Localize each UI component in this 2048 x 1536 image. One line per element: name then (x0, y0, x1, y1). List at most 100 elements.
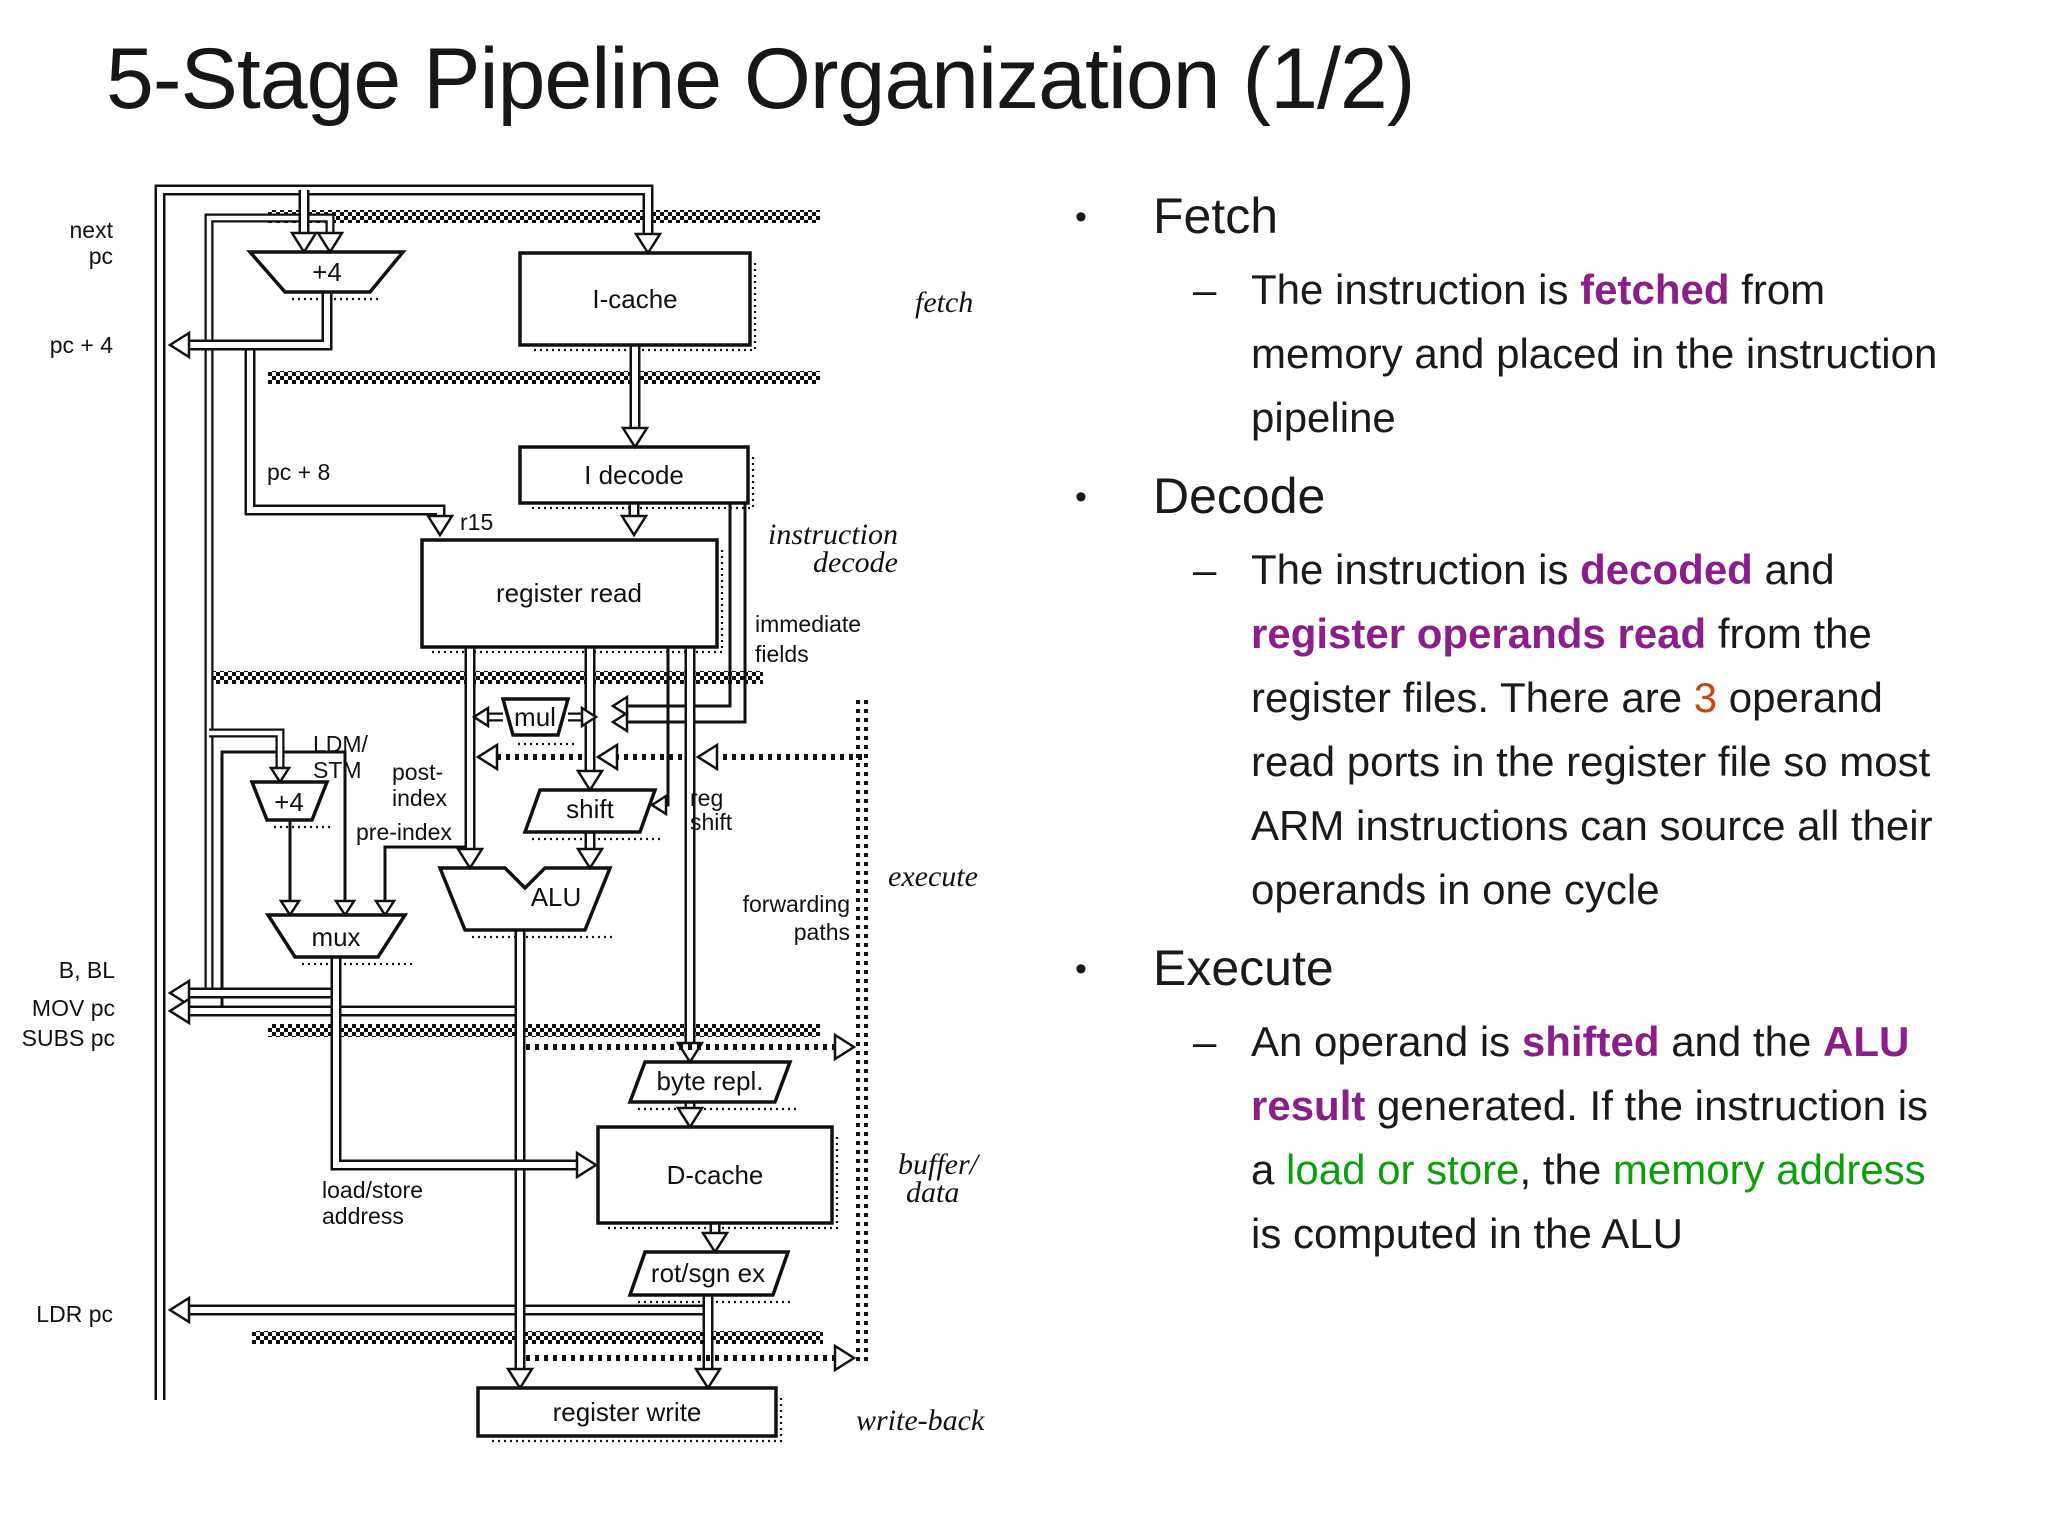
bullet-item: • Decode (1075, 466, 2035, 526)
text-segment: decoded (1580, 546, 1753, 593)
icache-box (518, 251, 752, 347)
diagram-shapes (246, 250, 834, 1438)
text-segment: The instruction is (1251, 546, 1581, 593)
forwarding-label-2: paths (794, 919, 850, 945)
pipeline-diagram: I-cache I decode register read D-cache r… (22, 184, 985, 1443)
text-segment: register operands read (1251, 610, 1707, 657)
text-segment: operand read ports in the register file … (1251, 674, 1933, 913)
dcache-label: D-cache (667, 1160, 764, 1190)
icache-label: I-cache (592, 284, 677, 314)
box-shadows (274, 263, 839, 1443)
byte-repl-label: byte repl. (657, 1066, 764, 1096)
forwarding-path-lines (475, 700, 868, 1373)
immediate-label-2: fields (755, 641, 809, 667)
plus4-left-label: +4 (274, 787, 304, 817)
bullet-detail: –The instruction is fetched from memory … (1075, 258, 2035, 450)
text-segment: ALU result (1251, 1018, 1910, 1129)
bullet-detail: –The instruction is decoded and register… (1075, 538, 2035, 922)
diagram-signal-labels: next pc pc + 4 pc + 8 r15 LDM/ STM post-… (22, 217, 861, 1327)
next-pc-label-2: pc (89, 243, 113, 269)
bullet-item: • Execute (1075, 938, 2035, 998)
mov-pc-label: MOV pc (32, 995, 115, 1021)
register-read-box (420, 538, 719, 649)
bullet-detail-text: The instruction is fetched from memory a… (1251, 258, 1951, 450)
text-segment: load or store (1286, 1146, 1520, 1193)
text-segment: from memory and placed in the instructio… (1251, 266, 1938, 441)
pc4-label: pc + 4 (50, 332, 114, 358)
text-segment: is computed in the ALU (1251, 1210, 1683, 1257)
ldm-label: LDM/ (313, 731, 369, 757)
register-write-box (476, 1386, 778, 1438)
text-segment: generated. If the instruction is a (1251, 1082, 1929, 1193)
stm-label: STM (313, 757, 362, 783)
bullet-label: Fetch (1153, 188, 1279, 244)
alu-label: ALU (531, 882, 582, 912)
shift-label: shift (566, 794, 614, 824)
diagram-thin-lines (220, 503, 747, 1011)
bullet-item: •Fetch (1075, 186, 2035, 246)
subs-pc-label: SUBS pc (22, 1025, 115, 1051)
slide-title: 5-Stage Pipeline Organization (1/2) (106, 31, 1415, 127)
register-write-label: register write (553, 1397, 702, 1427)
load-store-label-1: load/store (322, 1177, 423, 1203)
load-store-label-2: address (322, 1203, 404, 1229)
stage-buffer-label-2: data (906, 1176, 959, 1209)
plus4-top-shape (246, 250, 407, 294)
bullet-glyph: • (1075, 950, 1087, 988)
stage-execute-label: execute (888, 860, 978, 893)
text-segment: An operand is (1251, 1018, 1522, 1065)
text-segment: from the register files. There are (1251, 610, 1872, 721)
forwarding-label-1: forwarding (743, 891, 850, 917)
text-segment: and (1752, 546, 1835, 593)
dash-glyph: – (1193, 266, 1217, 313)
bullet-label: Decode (1153, 468, 1326, 524)
stage-decode-label-1: instruction (768, 518, 898, 551)
idecode-box (518, 445, 750, 505)
bullet-label: Execute (1153, 940, 1334, 996)
stage-writeback-label: write-back (856, 1404, 985, 1437)
dash-glyph: – (1193, 1018, 1217, 1065)
stage-separator-bars (205, 210, 823, 1344)
mul-shape (500, 697, 571, 737)
r15-label: r15 (460, 509, 493, 535)
plus4-top-label: +4 (312, 257, 342, 287)
text-segment: 3 (1693, 674, 1718, 721)
reg-shift-label-2: shift (690, 809, 733, 835)
bullet-detail-text: An operand is shifted and the ALU result… (1251, 1010, 1951, 1266)
bullet-detail-text: The instruction is decoded and register … (1251, 538, 1951, 922)
pre-index-label: pre-index (356, 819, 452, 845)
mul-label: mul (514, 702, 556, 732)
post-index-label-2: index (392, 785, 447, 811)
text-segment: fetched (1580, 266, 1730, 313)
rot-sgn-label: rot/sgn ex (651, 1258, 765, 1288)
stage-buffer-label-1: buffer/ (898, 1148, 981, 1181)
diagram-arrowheads (167, 231, 730, 1391)
next-pc-label-1: next (70, 217, 114, 243)
bullet-glyph: • (1075, 478, 1087, 516)
ldr-pc-label: LDR pc (36, 1301, 113, 1327)
text-segment: , the (1519, 1146, 1613, 1193)
b-bl-label: B, BL (59, 957, 115, 983)
dash-glyph: – (1193, 546, 1217, 593)
stage-decode-label-2: decode (813, 546, 898, 579)
dcache-box (596, 1125, 834, 1225)
bullet-list: •Fetch–The instruction is fetched from m… (1075, 170, 2035, 1266)
diagram-component-labels: I-cache I decode register read D-cache r… (274, 257, 765, 1427)
text-segment: The instruction is (1251, 266, 1581, 313)
reg-shift-label-1: reg (690, 785, 723, 811)
post-index-label-1: post- (392, 759, 443, 785)
alu-shape (437, 866, 613, 932)
text-segment: and the (1659, 1018, 1823, 1065)
bullet-detail: –An operand is shifted and the ALU resul… (1075, 1010, 2035, 1266)
shift-shape (522, 788, 658, 834)
stage-fetch-label: fetch (915, 286, 973, 319)
idecode-label: I decode (584, 460, 684, 490)
plus4-left-shape (249, 780, 330, 822)
text-segment: memory address (1612, 1146, 1926, 1193)
register-read-label: register read (496, 578, 642, 608)
diagram-stage-labels: fetch instruction decode execute buffer/… (768, 286, 985, 1437)
pc8-label: pc + 8 (267, 459, 330, 485)
mux-shape (264, 913, 409, 959)
text-segment: shifted (1521, 1018, 1660, 1065)
